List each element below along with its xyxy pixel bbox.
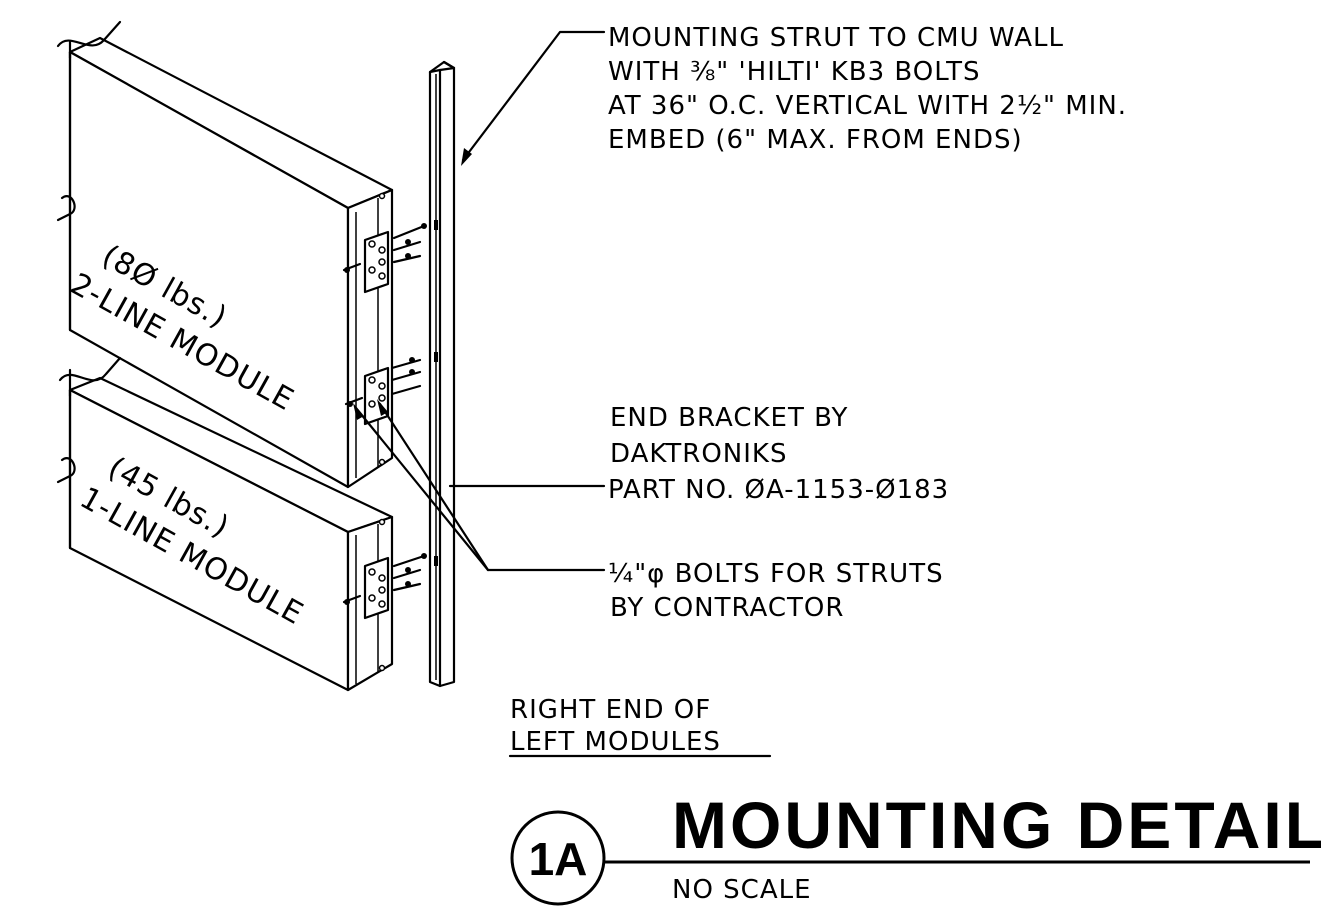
end-bracket-lower <box>342 553 427 620</box>
strut-note-line2: WITH ⅜" 'HILTI' KB3 BOLTS <box>608 57 981 87</box>
end-bracket-upper <box>342 223 427 294</box>
bracket-note-line3: PART NO. ØA-1153-Ø183 <box>608 475 949 505</box>
detail-scale: NO SCALE <box>672 875 812 905</box>
mounting-strut <box>428 60 456 688</box>
strut-note: MOUNTING STRUT TO CMU WALL WITH ⅜" 'HILT… <box>608 23 1127 155</box>
detail-tag-circle <box>510 810 606 906</box>
bracket-note-line2: DAKTRONIKS <box>610 439 787 469</box>
end-note: RIGHT END OF LEFT MODULES <box>508 695 772 758</box>
bracket-note-line1: END BRACKET BY <box>610 403 848 433</box>
strut-note-line4: EMBED (6" MAX. FROM ENDS) <box>608 125 1023 155</box>
bolt-note-line1: ¼"φ BOLTS FOR STRUTS <box>608 559 944 589</box>
strut-note-line3: AT 36" O.C. VERTICAL WITH 2½" MIN. <box>608 91 1127 121</box>
detail-tag: 1A <box>529 833 588 885</box>
detail-title: MOUNTING DETAIL <box>672 788 1321 862</box>
title-block: 1A MOUNTING DETAIL NO SCALE <box>510 788 1321 906</box>
bracket-note: END BRACKET BY DAKTRONIKS PART NO. ØA-11… <box>608 403 949 505</box>
leader-lines <box>353 30 606 572</box>
bolt-note: ¼"φ BOLTS FOR STRUTS BY CONTRACTOR <box>608 559 944 623</box>
strut-note-line1: MOUNTING STRUT TO CMU WALL <box>608 23 1064 53</box>
bolt-note-line2: BY CONTRACTOR <box>610 593 844 623</box>
end-note-line2: LEFT MODULES <box>510 727 721 757</box>
end-note-line1: RIGHT END OF <box>510 695 711 725</box>
